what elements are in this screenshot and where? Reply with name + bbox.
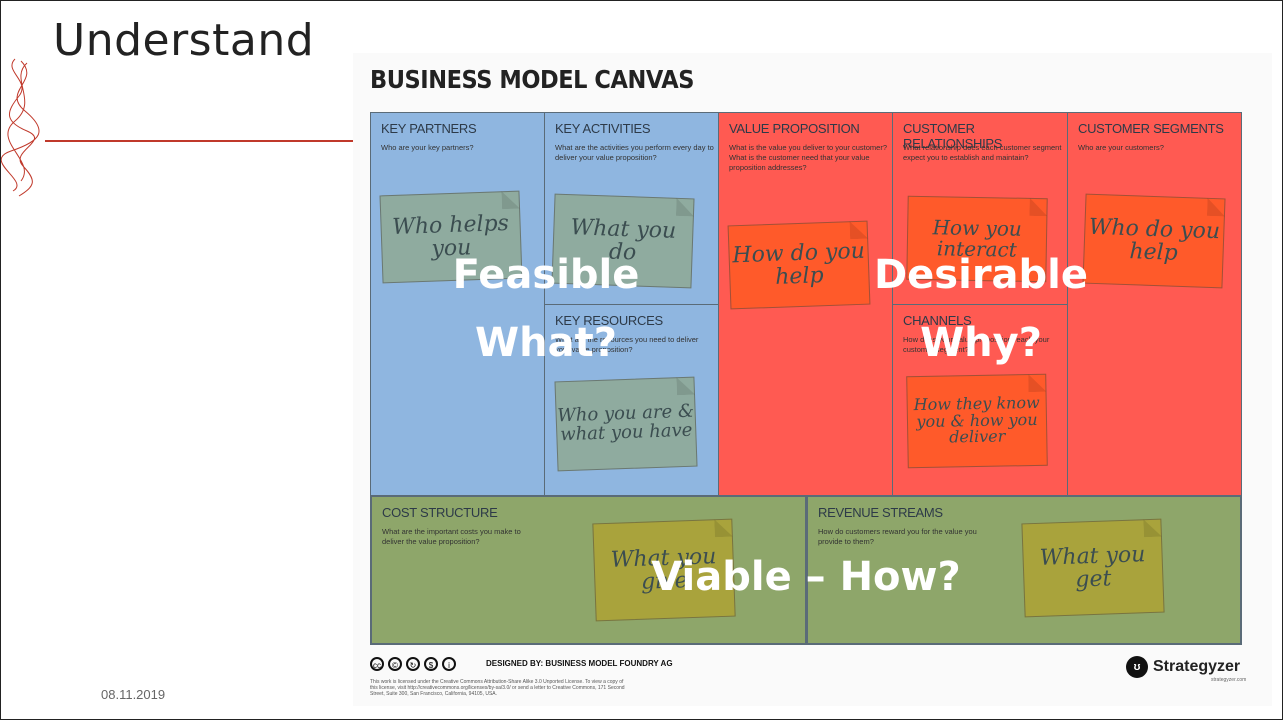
- note-text: Who you are & what you have: [556, 400, 695, 446]
- foundry-credit: DESIGNED BY: BUSINESS MODEL FOUNDRY AG: [486, 659, 673, 668]
- sticky-note-channels: How they know you & how you deliver: [906, 373, 1048, 469]
- cell-desc: What are the resources you need to deliv…: [555, 335, 699, 354]
- canvas-heading: BUSINESS MODEL CANVAS: [370, 65, 694, 94]
- cell-customer-segments: CUSTOMER SEGMENTS Who are your customers…: [1067, 112, 1242, 496]
- noncommercial-icon: $: [424, 657, 438, 671]
- cell-title: REVENUE STREAMS: [818, 505, 943, 520]
- cell-desc: Who are your customers?: [1078, 143, 1164, 152]
- cell-desc: How does your value proposition reach yo…: [903, 335, 1050, 354]
- overlay-desirable: Desirable Why?: [846, 241, 1116, 377]
- cell-desc: What are the activities you perform ever…: [555, 143, 714, 162]
- cell-desc: What relationship does each customer seg…: [903, 143, 1062, 162]
- sticky-note-resources: Who you are & what you have: [554, 376, 698, 472]
- cell-title: CHANNELS: [903, 313, 972, 328]
- cell-title: COST STRUCTURE: [382, 505, 498, 520]
- info-icon: i: [442, 657, 456, 671]
- note-fold: [850, 221, 869, 240]
- scribble-decoration: [1, 58, 40, 197]
- cell-desc: Who are your key partners?: [381, 143, 474, 152]
- note-fold: [1207, 198, 1226, 217]
- note-fold: [676, 198, 695, 217]
- note-fold: [714, 519, 733, 538]
- cell-key-partners: KEY PARTNERS Who are your key partners?: [370, 112, 545, 496]
- note-fold: [1029, 198, 1047, 216]
- overlay-what-label: What?: [475, 320, 617, 366]
- strategyzer-icon: ʊ: [1126, 656, 1148, 678]
- slide-date: 08.11.2019: [101, 687, 166, 702]
- cell-title: KEY ACTIVITIES: [555, 121, 651, 136]
- title-underline: [45, 140, 353, 142]
- strategyzer-name: Strategyzer: [1153, 658, 1241, 675]
- note-fold: [501, 191, 520, 210]
- overlay-viable: Viable – How?: [561, 543, 1051, 611]
- strategyzer-logo: ʊ Strategyzer: [1126, 656, 1240, 678]
- cell-title: KEY PARTNERS: [381, 121, 477, 136]
- note-text: How they know you & how you deliver: [913, 392, 1040, 447]
- note-fold: [676, 377, 695, 396]
- note-fold: [1143, 519, 1162, 538]
- slide-title: Understand: [53, 15, 315, 66]
- cc-license-icons: cc © ↻ $ i: [370, 657, 456, 671]
- cell-cost-structure: COST STRUCTURE What are the important co…: [370, 495, 807, 645]
- cell-desc: What are the important costs you make to…: [382, 527, 521, 546]
- attribution-icon: ©: [388, 657, 402, 671]
- cell-desc: How do customers reward you for the valu…: [818, 527, 977, 546]
- share-alike-icon: ↻: [406, 657, 420, 671]
- strategyzer-url: strategyzer.com: [1211, 677, 1247, 683]
- cell-title: CUSTOMER RELATIONSHIPS: [903, 121, 1003, 151]
- overlay-feasible-label: Feasible: [452, 252, 640, 298]
- cell-title: KEY RESOURCES: [555, 313, 663, 328]
- overlay-viable-label: Viable – How?: [651, 554, 961, 600]
- cc-icon: cc: [370, 657, 384, 671]
- cell-title: VALUE PROPOSITION: [729, 121, 860, 136]
- overlay-desirable-label: Desirable: [873, 252, 1089, 298]
- cell-desc: What is the value you deliver to your cu…: [729, 143, 887, 172]
- license-text: This work is licensed under the Creative…: [370, 679, 625, 697]
- cell-title: CUSTOMER SEGMENTS: [1078, 121, 1224, 136]
- overlay-feasible: Feasible What?: [411, 241, 681, 377]
- overlay-why-label: Why?: [920, 320, 1042, 366]
